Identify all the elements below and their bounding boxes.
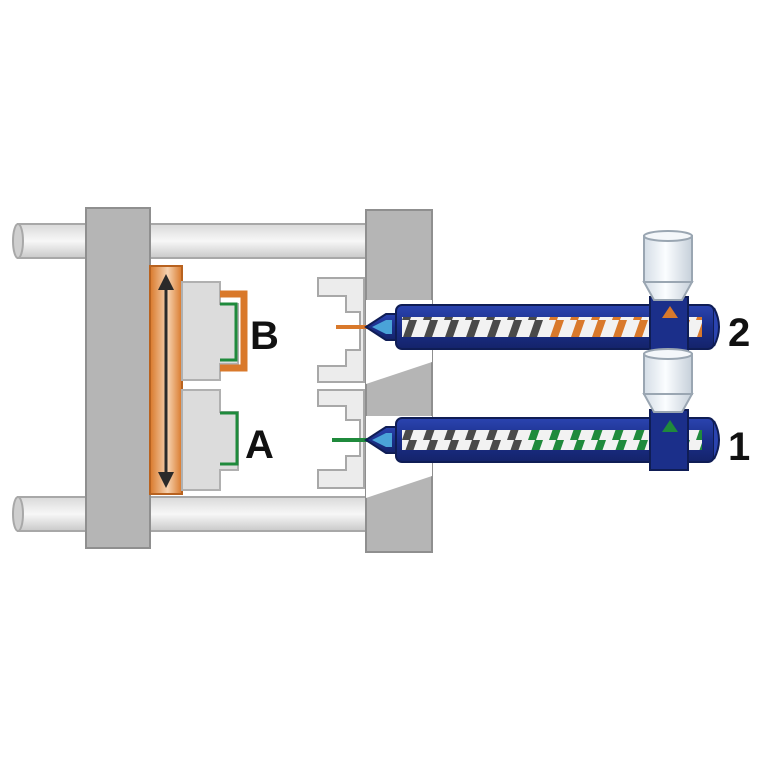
fixed-platen xyxy=(365,209,433,553)
label-cavity-b: B xyxy=(250,314,279,358)
hopper-icon xyxy=(642,230,694,301)
core-mold-upper xyxy=(181,281,239,381)
label-cavity-a: A xyxy=(245,423,274,467)
molded-part-a xyxy=(220,411,239,466)
molded-part-b xyxy=(220,290,248,372)
hopper-neck-2 xyxy=(649,296,689,356)
label-unit-2: 2 xyxy=(728,311,750,355)
tie-bar-top xyxy=(12,223,371,259)
cavity-mold-lower xyxy=(317,389,365,489)
hopper-icon-1 xyxy=(642,348,694,413)
cavity-mold-upper xyxy=(317,277,365,383)
label-unit-1: 1 xyxy=(728,425,750,469)
injection-unit-2 xyxy=(364,296,720,356)
moving-platen xyxy=(85,207,151,549)
double-headed-arrow-icon xyxy=(158,274,174,488)
core-mold-lower xyxy=(181,389,239,491)
tie-bar-bottom xyxy=(12,496,371,532)
injection-unit-1 xyxy=(364,409,720,471)
hopper-neck-1 xyxy=(649,409,689,471)
